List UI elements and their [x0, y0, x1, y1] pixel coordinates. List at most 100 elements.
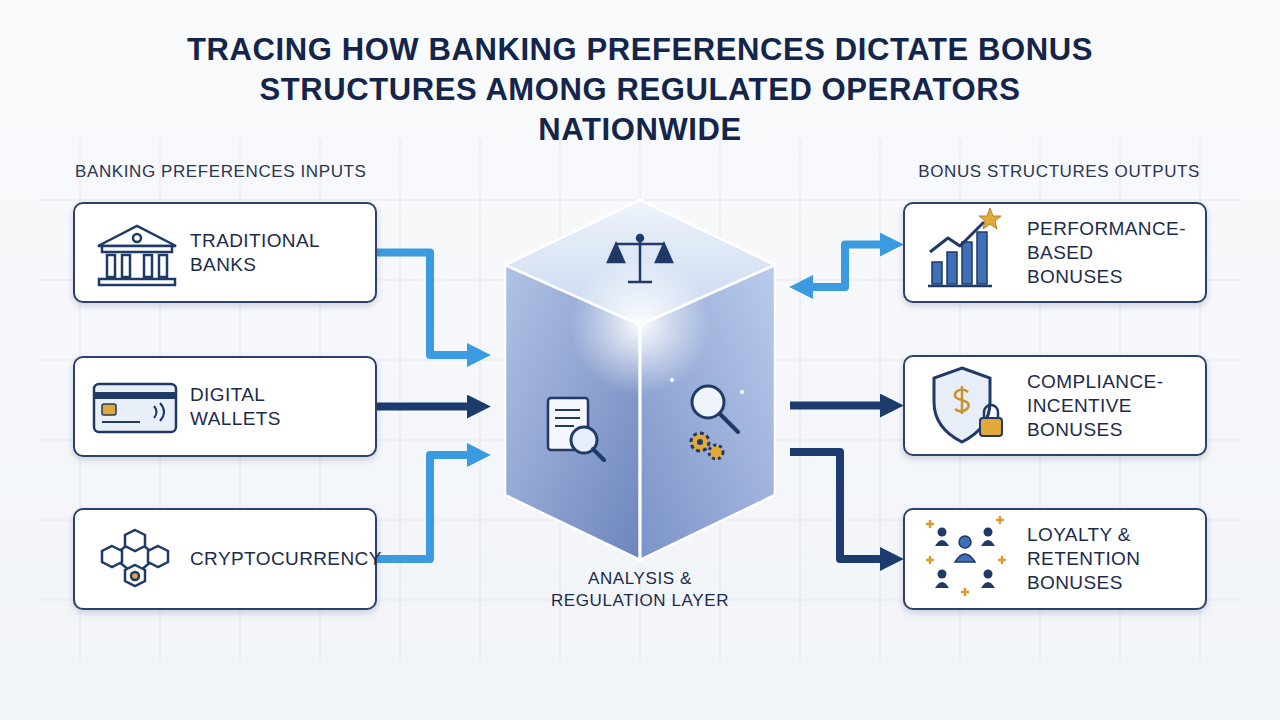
- blockchain-icon-part: [102, 546, 122, 567]
- blockchain-icon-part: [148, 546, 168, 567]
- people-network-icon-part: [938, 528, 947, 537]
- node-label: ANALYSIS & REGULATION LAYER: [545, 568, 735, 612]
- grid-lines-part: [40, 200, 1240, 201]
- node-label: LOYALTY & RETENTION BONUSES: [1027, 523, 1159, 595]
- growth-chart-icon-part: [979, 208, 1001, 229]
- node-text-group: DIGITAL WALLETS: [190, 383, 340, 431]
- bank-icon-part: [102, 246, 172, 252]
- node-text-group: CRYPTOCURRENCY: [190, 547, 340, 571]
- people-network-icon-part-part: [926, 523, 934, 526]
- scales-icon-part: [639, 236, 642, 282]
- node-text-group: COMPLIANCE-INCENTIVE BONUSES: [1027, 370, 1159, 442]
- people-network-icon-part-part: [961, 591, 969, 594]
- growth-chart-icon: [928, 208, 1001, 286]
- people-network-icon-part-part: [998, 559, 1006, 562]
- node-label: CRYPTOCURRENCY: [190, 547, 340, 571]
- blockchain-icon: [102, 530, 168, 586]
- scales-icon-part: [637, 235, 643, 241]
- growth-chart-icon-part: [930, 222, 984, 252]
- people-network-icon-part: [981, 540, 995, 546]
- process-box: CRYPTOCURRENCY: [73, 508, 377, 610]
- node-label: PERFORMANCE-BASED BONUSES: [1027, 217, 1159, 289]
- analysis-cube-part: [505, 265, 640, 560]
- analysis-cube-part: [640, 265, 775, 560]
- card-icon-part: [94, 384, 176, 432]
- grid-lines: [40, 140, 1240, 660]
- flow-arrow: [377, 253, 474, 356]
- people-network-icon-part-part: [1001, 556, 1004, 564]
- grid-lines-part: [400, 140, 401, 660]
- blockchain-icon-part: [125, 530, 145, 551]
- column-heading: BONUS STRUCTURES OUTPUTS: [860, 162, 1200, 182]
- analysis-cube-part: [570, 255, 710, 395]
- node-text-group: PERFORMANCE-BASED BONUSES: [1027, 217, 1159, 289]
- card-icon: [94, 384, 176, 432]
- analysis-cube-node: ANALYSIS & REGULATION LAYER: [490, 190, 790, 618]
- people-network-icon-part: [935, 540, 949, 546]
- growth-chart-icon-part: [947, 252, 957, 284]
- bank-icon-part: [99, 279, 175, 285]
- gear-magnifier-icon-part: [697, 439, 703, 445]
- scales-icon-part: [628, 281, 652, 284]
- node-text-group: ANALYSIS & REGULATION LAYER: [545, 568, 735, 612]
- process-box: LOYALTY & RETENTION BONUSES: [903, 508, 1207, 610]
- document-magnifier-icon-part: [555, 409, 580, 411]
- gear-magnifier-icon-part: [709, 445, 723, 459]
- document-magnifier-icon-part: [548, 398, 588, 450]
- card-icon-part: [94, 392, 176, 399]
- shield-lock-icon: [934, 368, 1002, 442]
- bank-icon-part: [107, 255, 115, 277]
- gear-magnifier-icon-part: [692, 386, 724, 418]
- people-network-icon-part: [955, 554, 975, 562]
- blockchain-icon-part: [112, 556, 135, 575]
- document-magnifier-icon-part: [571, 427, 597, 453]
- people-network-icon-part: [984, 528, 993, 537]
- people-network-icon-part-part: [996, 519, 1004, 522]
- process-box: COMPLIANCE-INCENTIVE BONUSES: [903, 355, 1207, 456]
- flow-arrow: [790, 402, 887, 410]
- process-box: PERFORMANCE-BASED BONUSES: [903, 202, 1207, 303]
- bank-icon-part: [133, 234, 141, 242]
- people-network-icon-part-part: [929, 556, 932, 564]
- document-magnifier-icon-part: [555, 425, 574, 427]
- grid-lines-part: [880, 140, 881, 660]
- people-network-icon: [926, 516, 1006, 596]
- people-network-icon-part-part: [929, 520, 932, 528]
- gear-magnifier-icon-part: [740, 390, 744, 394]
- scales-icon-part: [608, 244, 624, 262]
- blockchain-icon-part: [131, 572, 139, 580]
- gear-magnifier-icon: [670, 378, 744, 459]
- process-box: DIGITAL WALLETS: [73, 356, 377, 457]
- grid-lines-part: [560, 140, 561, 660]
- people-network-icon-part: [984, 570, 993, 579]
- analysis-cube: [505, 200, 775, 560]
- document-magnifier-icon: [548, 398, 604, 460]
- people-network-icon-part: [926, 516, 1006, 596]
- card-icon-part: [154, 403, 164, 421]
- card-icon-part: [102, 404, 116, 415]
- people-network-icon-part: [981, 582, 995, 588]
- diagram-title: TRACING HOW BANKING PREFERENCES DICTATE …: [170, 30, 1110, 150]
- gear-magnifier-icon-part: [720, 414, 738, 432]
- growth-chart-icon-part: [932, 262, 942, 284]
- document-magnifier-icon-part: [593, 449, 604, 460]
- blockchain-icon-part: [125, 565, 145, 586]
- node-text-group: TRADITIONAL BANKS: [190, 229, 340, 277]
- people-network-icon-part-part: [964, 588, 967, 596]
- column-heading: BANKING PREFERENCES INPUTS: [75, 162, 435, 182]
- flow-arrow: [377, 455, 474, 559]
- blockchain-icon-part: [112, 540, 135, 556]
- people-network-icon-part: [959, 536, 971, 548]
- shield-lock-icon-part: [955, 386, 969, 414]
- bank-icon-part: [159, 255, 167, 277]
- node-label: TRADITIONAL BANKS: [190, 229, 340, 277]
- growth-chart-icon-part: [928, 285, 992, 288]
- people-network-icon-part-part: [999, 516, 1002, 524]
- node-text-group: LOYALTY & RETENTION BONUSES: [1027, 523, 1159, 595]
- analysis-cube-part: [639, 325, 642, 560]
- growth-chart-icon-part: [962, 242, 972, 284]
- bank-icon-part: [122, 255, 130, 277]
- flow-arrow: [790, 452, 887, 559]
